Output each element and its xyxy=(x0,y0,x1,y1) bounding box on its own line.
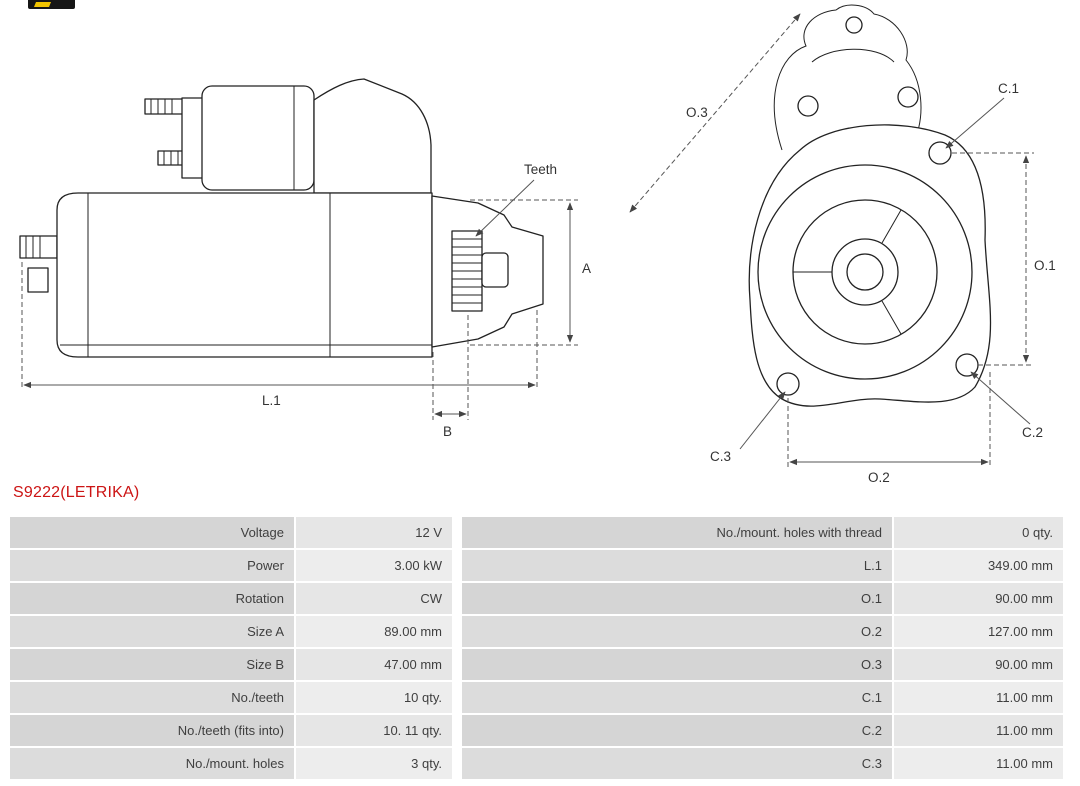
spec-value-cell: 47.00 mm xyxy=(296,649,452,680)
spec-value-cell: 3.00 kW xyxy=(296,550,452,581)
dim-l1-label: L.1 xyxy=(262,393,281,408)
dim-c3-label: C.3 xyxy=(710,449,731,464)
spec-label-cell: Voltage xyxy=(10,517,294,548)
column-spacer xyxy=(454,748,460,779)
column-spacer xyxy=(454,583,460,614)
spec-value-cell: 89.00 mm xyxy=(296,616,452,647)
dim-o1-label: O.1 xyxy=(1034,258,1056,273)
dim-o2-label: O.2 xyxy=(868,470,890,485)
spec-label-cell: C.3 xyxy=(462,748,892,779)
spec-label-cell: O.3 xyxy=(462,649,892,680)
spec-label-cell: C.2 xyxy=(462,715,892,746)
column-spacer xyxy=(454,682,460,713)
spec-value-cell: 11.00 mm xyxy=(894,748,1063,779)
spec-label-cell: O.2 xyxy=(462,616,892,647)
dim-o3-label: O.3 xyxy=(686,105,708,120)
spec-table: Voltage 12 V No./mount. holes with threa… xyxy=(10,517,1063,779)
column-spacer xyxy=(454,616,460,647)
spec-label-cell: No./teeth (fits into) xyxy=(10,715,294,746)
spec-value-cell: 127.00 mm xyxy=(894,616,1063,647)
spec-label-cell: No./teeth xyxy=(10,682,294,713)
dim-a-label: A xyxy=(582,261,591,276)
spec-value-cell: 10 qty. xyxy=(296,682,452,713)
spec-label-cell: No./mount. holes xyxy=(10,748,294,779)
technical-diagram: A B L.1 Teeth xyxy=(19,4,1056,485)
column-spacer xyxy=(454,715,460,746)
spec-value-cell: 10. 11 qty. xyxy=(296,715,452,746)
spec-value-cell: 0 qty. xyxy=(894,517,1063,548)
column-spacer xyxy=(454,517,460,548)
spec-value-cell: 90.00 mm xyxy=(894,649,1063,680)
column-spacer xyxy=(454,649,460,680)
starter-side-view xyxy=(19,78,544,358)
spec-label-cell: C.1 xyxy=(462,682,892,713)
spec-value-cell: 349.00 mm xyxy=(894,550,1063,581)
spec-label-cell: Size B xyxy=(10,649,294,680)
column-spacer xyxy=(454,550,460,581)
spec-value-cell: CW xyxy=(296,583,452,614)
teeth-label: Teeth xyxy=(524,162,557,177)
brand-logo xyxy=(28,0,75,9)
spec-value-cell: 90.00 mm xyxy=(894,583,1063,614)
starter-front-view xyxy=(748,4,992,407)
spec-label-cell: Rotation xyxy=(10,583,294,614)
dim-c2-label: C.2 xyxy=(1022,425,1043,440)
spec-value-cell: 11.00 mm xyxy=(894,682,1063,713)
spec-label-cell: No./mount. holes with thread xyxy=(462,517,892,548)
spec-value-cell: 11.00 mm xyxy=(894,715,1063,746)
dim-b-label: B xyxy=(443,424,452,439)
spec-label-cell: Power xyxy=(10,550,294,581)
spec-value-cell: 12 V xyxy=(296,517,452,548)
dim-c1-label: C.1 xyxy=(998,81,1019,96)
spec-label-cell: L.1 xyxy=(462,550,892,581)
spec-value-cell: 3 qty. xyxy=(296,748,452,779)
side-view-dimensions: A B L.1 Teeth xyxy=(21,162,591,439)
spec-label-cell: Size A xyxy=(10,616,294,647)
front-view-dimensions: O.3 C.1 O.1 C.3 C.2 O.2 xyxy=(629,13,1056,485)
part-number: S9222(LETRIKA) xyxy=(13,484,140,501)
spec-label-cell: O.1 xyxy=(462,583,892,614)
